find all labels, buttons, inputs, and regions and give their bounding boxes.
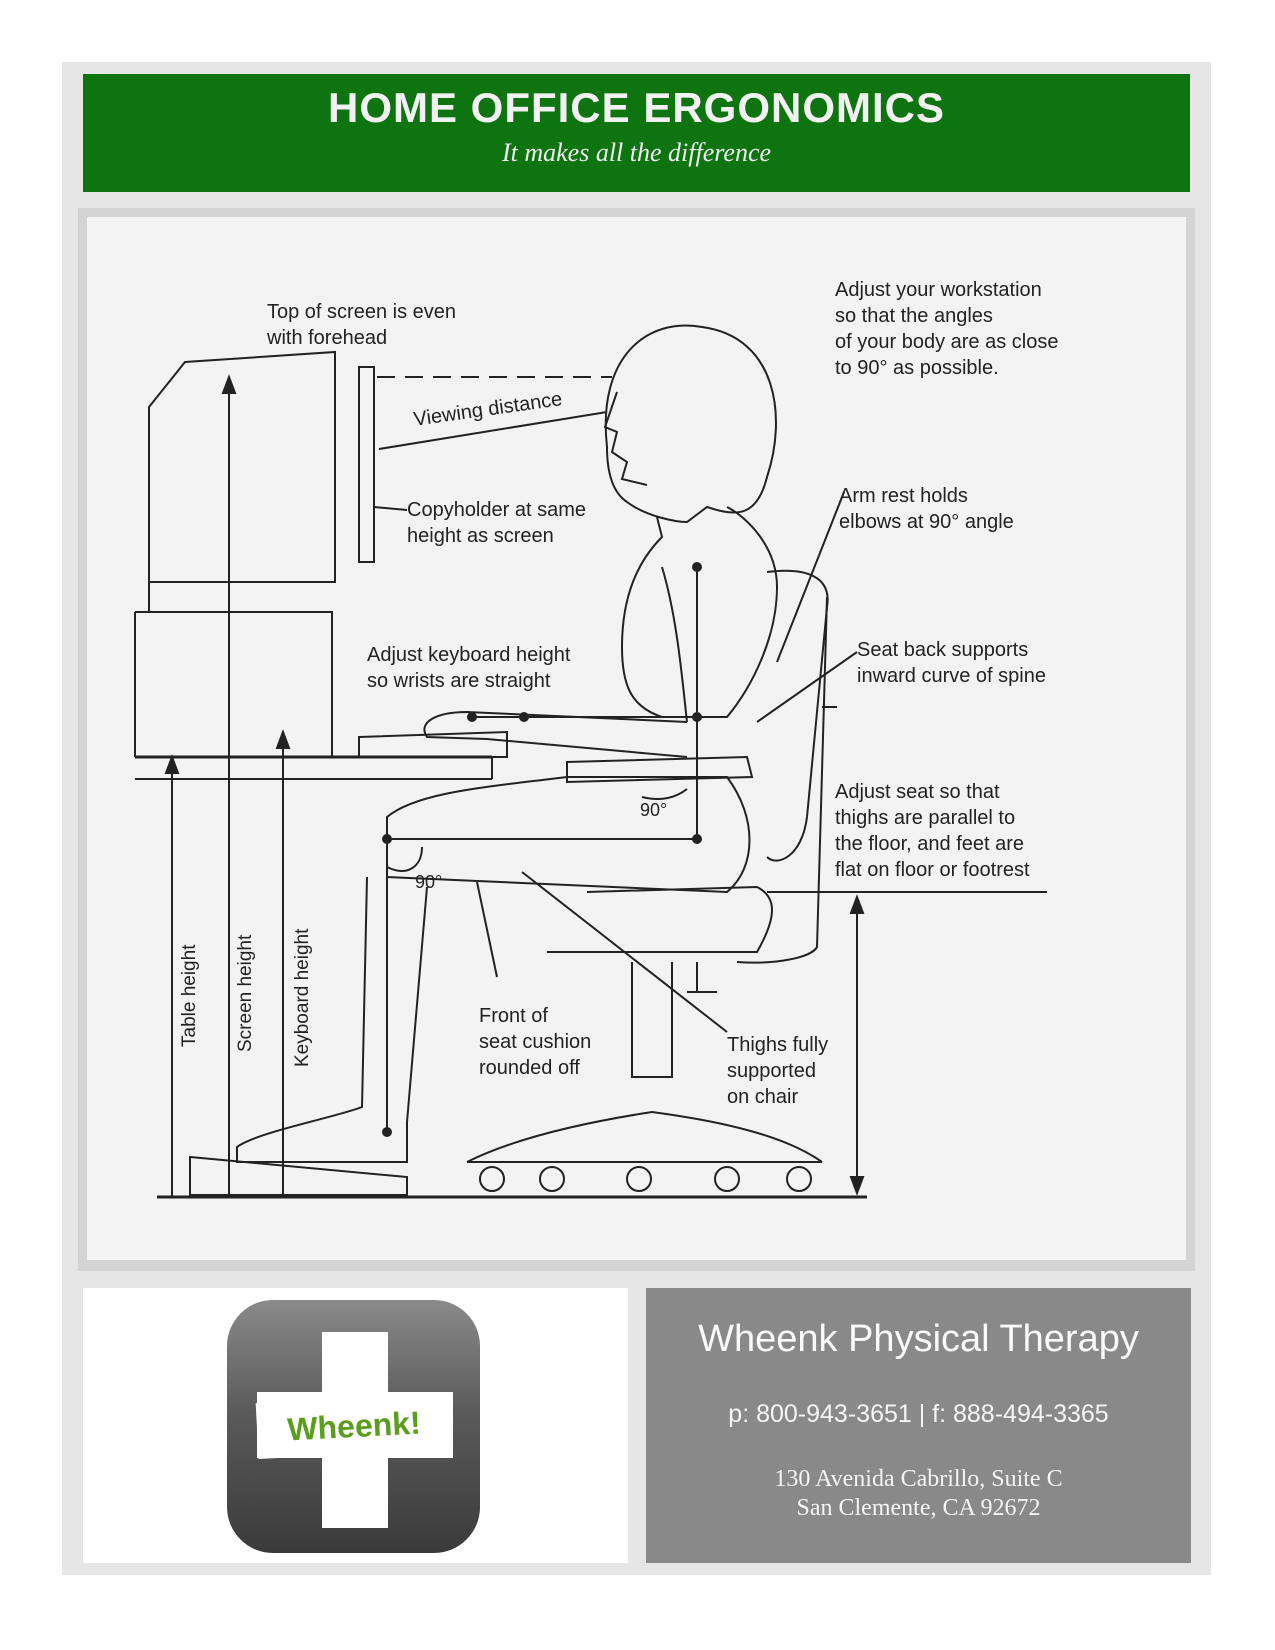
wheenk-logo: Wheenk! xyxy=(227,1300,480,1553)
label-keyboard-height: Keyboard height xyxy=(292,928,313,1067)
person-face xyxy=(603,391,648,486)
chair-back xyxy=(766,569,829,862)
label-screen-height: Screen height xyxy=(235,934,256,1052)
contact-panel: Wheenk Physical Therapy p: 800-943-3651 … xyxy=(646,1288,1191,1563)
ergonomics-illustration xyxy=(134,324,1047,1199)
person-torso xyxy=(620,506,779,718)
label-top-of-screen: Top of screen is even with forehead xyxy=(267,301,456,349)
label-seat-back: Seat back supports inward curve of spine xyxy=(857,639,1046,687)
footrest xyxy=(189,1155,408,1196)
label-angle-hip: 90° xyxy=(640,800,668,820)
chair-base xyxy=(466,1110,823,1163)
header-banner: HOME OFFICE ERGONOMICS It makes all the … xyxy=(83,74,1190,192)
company-name: Wheenk Physical Therapy xyxy=(698,1318,1139,1360)
chair-back-support xyxy=(736,596,828,964)
person-upper-arm xyxy=(661,566,688,723)
chair-column xyxy=(631,962,673,1078)
label-copyholder: Copyholder at same height as screen xyxy=(407,499,586,547)
monitor-base xyxy=(135,611,333,758)
phone-fax: p: 800-943-3651 | f: 888-494-3365 xyxy=(728,1400,1109,1428)
logo-text: Wheenk! xyxy=(255,1392,453,1460)
label-arm-rest: Arm rest holds elbows at 90° angle xyxy=(839,485,1014,533)
person-head xyxy=(604,324,777,524)
label-keyboard: Adjust keyboard height so wrists are str… xyxy=(367,644,571,692)
address-line-2: San Clemente, CA 92672 xyxy=(796,1495,1041,1521)
person-thigh xyxy=(386,776,751,894)
monitor-outline xyxy=(148,350,336,583)
person-shin xyxy=(236,876,428,1163)
viewing-distance-line xyxy=(378,411,608,450)
label-table-height: Table height xyxy=(179,944,200,1047)
logo-panel: Wheenk! xyxy=(83,1288,628,1563)
chair-caster xyxy=(479,1166,505,1192)
label-front-seat: Front of seat cushion rounded off xyxy=(479,1005,592,1079)
label-thighs: Thighs fully supported on chair xyxy=(727,1034,829,1108)
label-workstation-angles: Adjust your workstation so that the angl… xyxy=(835,279,1059,379)
label-adjust-seat: Adjust seat so that thighs are parallel … xyxy=(835,781,1030,881)
page-subtitle: It makes all the difference xyxy=(501,138,772,167)
keyboard xyxy=(358,730,508,758)
monitor-screen xyxy=(358,366,375,563)
ergonomics-diagram: Top of screen is even with forehead View… xyxy=(87,217,1186,1260)
label-angle-knee: 90° xyxy=(415,872,443,892)
page-title: HOME OFFICE ERGONOMICS xyxy=(327,84,945,131)
chair-seat xyxy=(547,885,773,953)
chair-armrest xyxy=(566,755,754,784)
person-forearm xyxy=(423,710,688,758)
address-line-1: 130 Avenida Cabrillo, Suite C xyxy=(774,1466,1063,1492)
